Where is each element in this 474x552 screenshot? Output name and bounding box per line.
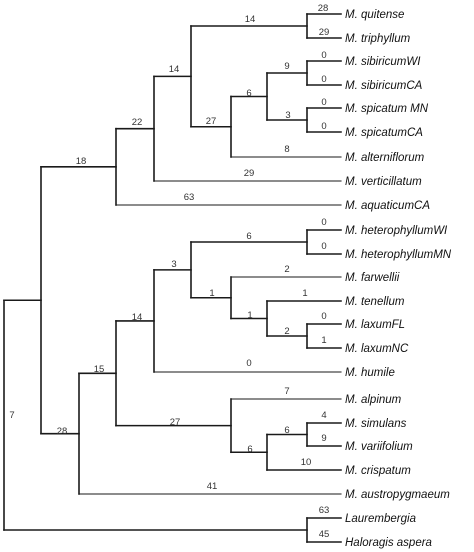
taxon-label-farwellii: M. farwellii — [345, 272, 400, 284]
branch-length-node-3: 3 — [171, 259, 176, 270]
branch-length-labels: 28 29 0 0 0 0 8 29 63 0 0 2 1 0 1 0 7 4 … — [9, 3, 329, 540]
branch-length-myriophyllum-node: 7 — [9, 410, 14, 421]
branch-length-spicatumCA: 0 — [321, 121, 326, 132]
branch-length-node-22: 22 — [132, 117, 143, 128]
branch-length-laxumNC: 1 — [321, 335, 326, 346]
branch-length-node-15: 15 — [94, 364, 105, 375]
taxon-label-heterophyllumMN: M. heterophyllumMN — [345, 249, 452, 261]
taxon-label-spicatumMN: M. spicatum MN — [345, 103, 429, 115]
branch-length-alterniflorum: 8 — [284, 144, 289, 155]
branch-length-crispatum: 10 — [301, 457, 312, 468]
taxon-label-humile: M. humile — [345, 367, 395, 379]
branch-length-laxumFL: 0 — [321, 311, 326, 322]
branch-length-heterophyllumMN: 0 — [321, 241, 326, 252]
branch-length-node-14-upper: 14 — [169, 64, 180, 75]
branch-length-humile: 0 — [246, 358, 251, 369]
taxon-label-aquaticumCA: M. aquaticumCA — [345, 200, 430, 212]
branch-length-tenellum: 1 — [302, 288, 307, 299]
taxon-label-alpinum: M. alpinum — [345, 394, 402, 406]
branch-length-variifolium: 9 — [321, 433, 326, 444]
taxon-label-tenellum: M. tenellum — [345, 296, 405, 308]
branch-length-austropygmaeum: 41 — [207, 481, 218, 492]
branch-length-alpinum: 7 — [284, 386, 289, 397]
branch-length-farwellii-node: 1 — [209, 288, 214, 299]
taxon-label-spicatumCA: M. spicatumCA — [345, 127, 423, 139]
branch-length-node-28: 28 — [57, 426, 68, 437]
branch-length-crispatum-group-node: 6 — [247, 444, 252, 455]
branch-length-node-14-lower: 14 — [132, 312, 143, 323]
taxon-label-haloragis: Haloragis aspera — [345, 537, 432, 549]
taxon-label-quitense: M. quitense — [345, 9, 404, 21]
branch-length-aquaticumCA: 63 — [184, 192, 195, 203]
taxon-label-alterniflorum: M. alterniflorum — [345, 152, 425, 164]
taxon-label-sibiricumWI: M. sibiricumWI — [345, 56, 421, 68]
branch-length-simulans-variifolium-node: 6 — [284, 425, 289, 436]
branch-length-node-27-lower: 27 — [170, 417, 181, 428]
branch-length-sibiricumCA: 0 — [321, 74, 326, 85]
taxon-label-laurembergia: Laurembergia — [345, 513, 416, 525]
taxon-label-heterophyllumWI: M. heterophyllumWI — [345, 225, 448, 237]
taxon-label-laxumNC: M. laxumNC — [345, 343, 409, 355]
branch-length-spicatumMN: 0 — [321, 97, 326, 108]
branch-length-sibiricum-node: 9 — [284, 61, 289, 72]
branch-length-quitense: 28 — [318, 3, 329, 14]
taxon-label-austropygmaeum: M. austropygmaeum — [345, 489, 450, 501]
taxon-labels: M. quitense M. triphyllum M. sibiricumWI M.… — [345, 9, 452, 549]
branch-length-node-27-upper: 27 — [206, 116, 217, 127]
branch-length-quitense-triphyllum-node: 14 — [245, 14, 256, 25]
branch-length-haloragis: 45 — [319, 529, 330, 540]
taxon-label-laxumFL: M. laxumFL — [345, 319, 405, 331]
branch-length-laurembergia: 63 — [319, 505, 330, 516]
branch-length-spicatum-node: 3 — [285, 110, 290, 121]
taxon-label-variifolium: M. variifolium — [345, 441, 413, 453]
taxon-label-simulans: M. simulans — [345, 418, 407, 430]
taxon-label-crispatum: M. crispatum — [345, 465, 411, 477]
branch-length-simulans: 4 — [321, 410, 326, 421]
branch-length-verticillatum: 29 — [244, 168, 255, 179]
branch-length-node-18: 18 — [76, 156, 87, 167]
taxon-label-triphyllum: M. triphyllum — [345, 33, 411, 45]
branch-length-tenellum-laxum-node: 1 — [247, 310, 252, 321]
branch-length-laxum-node: 2 — [284, 326, 289, 337]
branch-length-heterophyllumWI: 0 — [321, 217, 326, 228]
branch-length-triphyllum: 29 — [319, 27, 330, 38]
branch-length-farwellii: 2 — [284, 264, 289, 275]
branch-length-sibiricum-spicatum-node: 6 — [246, 88, 251, 99]
taxon-label-verticillatum: M. verticillatum — [345, 176, 422, 188]
taxon-label-sibiricumCA: M. sibiricumCA — [345, 80, 423, 92]
branch-length-sibiricumWI: 0 — [321, 50, 326, 61]
branch-length-heterophyllum-node: 6 — [246, 231, 251, 242]
tree-branches — [3, 13, 342, 543]
